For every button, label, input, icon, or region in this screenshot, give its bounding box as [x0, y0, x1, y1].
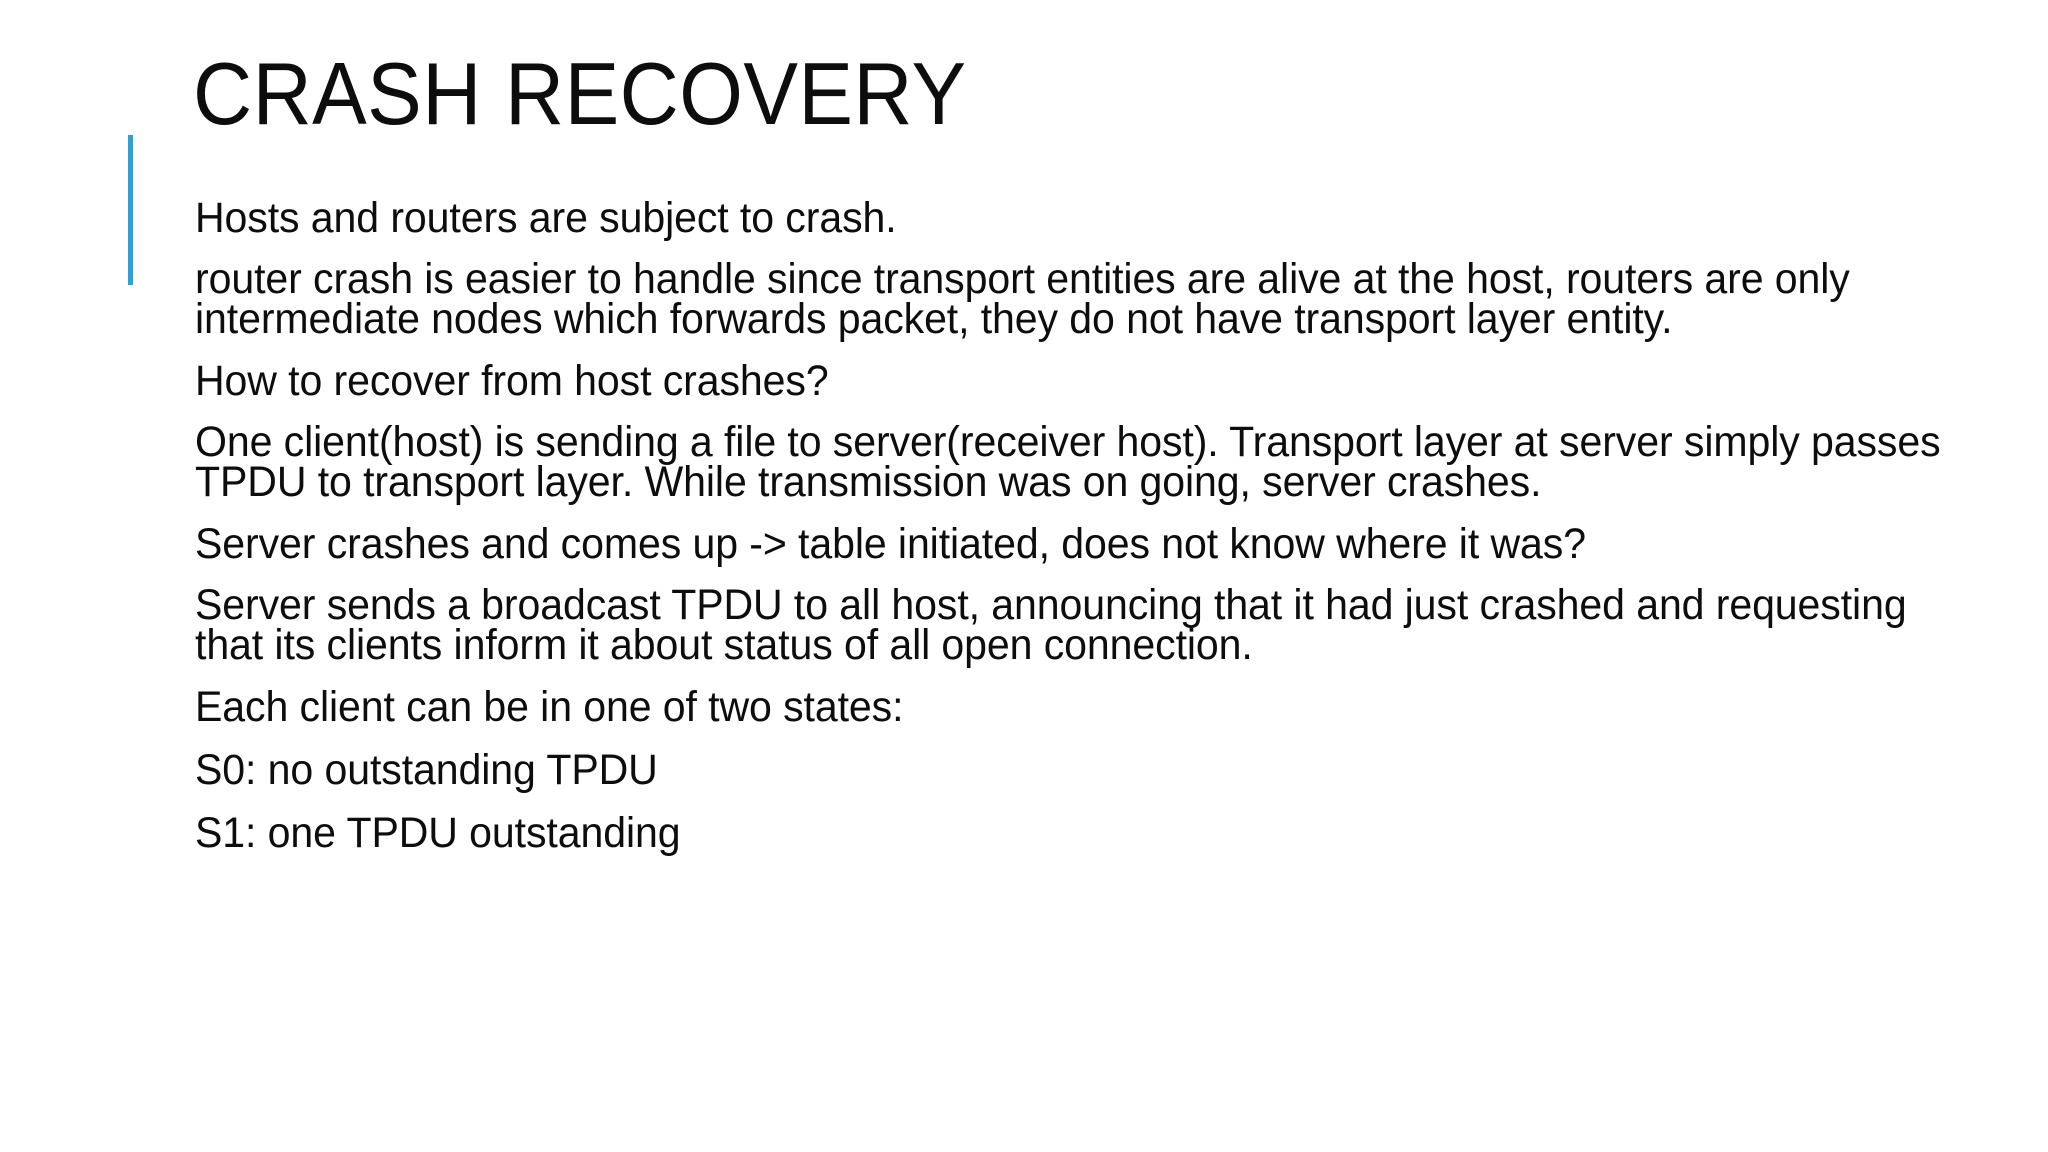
body-paragraph-state-s0: S0: no outstanding TPDU [195, 746, 658, 794]
page-title: CRASH RECOVERY [193, 44, 967, 143]
body-paragraph-6: Server sends a broadcast TPDU to all hos… [195, 581, 1907, 669]
body-paragraph-2: router crash is easier to handle since t… [195, 255, 1850, 343]
body-paragraph-1: Hosts and routers are subject to crash. [195, 194, 897, 242]
slide-body-content: Hosts and routers are subject to crash. … [195, 196, 2025, 874]
body-paragraph-5: Server crashes and comes up -> table ini… [195, 520, 1586, 568]
body-paragraph-7: Each client can be in one of two states: [195, 683, 904, 731]
body-paragraph-3: How to recover from host crashes? [195, 357, 829, 405]
body-paragraph-state-s1: S1: one TPDU outstanding [195, 809, 681, 857]
title-accent-bar [128, 135, 133, 285]
body-paragraph-4: One client(host) is sending a file to se… [195, 418, 1941, 506]
